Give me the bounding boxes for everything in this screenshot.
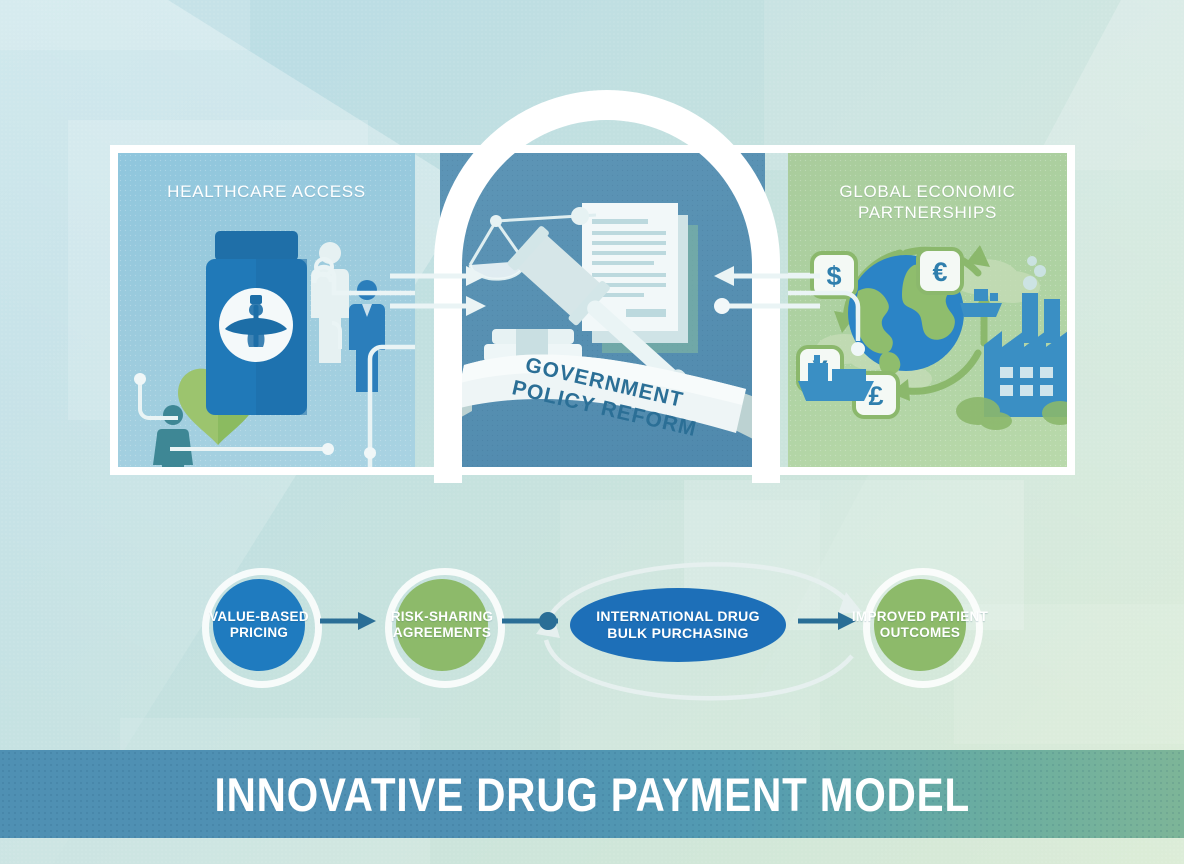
- flow-node-line-2: AGREEMENTS: [392, 625, 492, 640]
- flow-arrow-1: [320, 612, 376, 630]
- panel-band: HEALTHCARE ACCESS: [110, 145, 1075, 475]
- cargo-ship-icon: [960, 289, 1002, 317]
- title-band: INNOVATIVE DRUG PAYMENT MODEL: [0, 750, 1184, 838]
- flow-node-value-based-pricing[interactable]: VALUE-BASED PRICING: [209, 579, 309, 671]
- flow-node-label: IMPROVED PATIENT OUTCOMES: [852, 609, 988, 642]
- factory-icon: [956, 256, 1067, 430]
- panel-title-healthcare-access: HEALTHCARE ACCESS: [167, 182, 366, 201]
- wire-path: [311, 264, 415, 467]
- right-to-center-arrows: [714, 266, 820, 314]
- panel-title-global-economic-partnerships: GLOBAL ECONOMIC PARTNERSHIPS: [788, 181, 1067, 224]
- flow-node-line-2: BULK PURCHASING: [607, 625, 749, 641]
- page-title: INNOVATIVE DRUG PAYMENT MODEL: [214, 767, 970, 821]
- wire-terminal-dot: [364, 447, 376, 459]
- svg-text:$: $: [826, 261, 841, 291]
- flow-node-risk-sharing-agreements[interactable]: RISK-SHARING AGREEMENTS: [391, 579, 493, 671]
- svg-text:£: £: [868, 381, 883, 411]
- connector-lines: [138, 321, 342, 451]
- dollar-icon: $: [810, 251, 858, 299]
- arrow-right-icon: [838, 612, 856, 630]
- connector-dot: [322, 443, 334, 455]
- wire-terminal-ring: [314, 257, 334, 277]
- connector-dot: [134, 373, 146, 385]
- flow-node-line-2: OUTCOMES: [879, 625, 961, 640]
- flow-node-line-1: VALUE-BASED: [209, 608, 309, 624]
- pill-bottle-icon: [206, 231, 307, 415]
- flow-node-line-1: IMPROVED PATIENT: [851, 608, 989, 624]
- flow-node-improved-patient-outcomes[interactable]: IMPROVED PATIENT OUTCOMES: [852, 579, 988, 671]
- flow-node-line-1: INTERNATIONAL DRUG: [596, 607, 760, 624]
- process-flow: VALUE-BASED PRICING RISK-SHARING AGREEME…: [180, 548, 1030, 708]
- panel-global-economic-partnerships: $ € ¥ £: [788, 153, 1067, 467]
- node-ring: [202, 568, 322, 688]
- gavel-icon: [507, 226, 687, 393]
- panel-title-line-2: PARTNERSHIPS: [857, 203, 998, 223]
- arrow-left-icon: [714, 266, 734, 286]
- euro-icon: €: [916, 247, 964, 295]
- svg-text:€: €: [932, 257, 947, 287]
- flow-node-label: INTERNATIONAL DRUG BULK PURCHASING: [596, 608, 760, 642]
- band-texture: [0, 750, 1184, 838]
- wire-terminal-dot: [851, 342, 865, 356]
- flow-arrow-2: [502, 612, 558, 630]
- panel-title-line-1: GLOBAL ECONOMIC: [839, 182, 1016, 201]
- flow-node-label: RISK-SHARING AGREEMENTS: [391, 609, 494, 642]
- flow-arrow-3: [798, 612, 856, 630]
- arrow-right-icon: [358, 612, 376, 630]
- cargo-ship-icon: [798, 355, 874, 401]
- flow-node-international-drug-bulk-purchasing[interactable]: INTERNATIONAL DRUG BULK PURCHASING: [570, 588, 786, 662]
- node-ring: [863, 568, 983, 688]
- panel-frame: [110, 145, 1075, 475]
- caduceus-icon: [225, 295, 287, 347]
- arrow-right-icon: [466, 266, 486, 286]
- connector-dot: [714, 298, 730, 314]
- node-ring: [385, 568, 505, 688]
- arrow-right-icon: [539, 612, 557, 630]
- curved-arrow-icon: [838, 592, 862, 614]
- panel-healthcare-access: HEALTHCARE ACCESS: [118, 153, 415, 467]
- left-to-center-arrows: [390, 266, 486, 316]
- scale-pivot: [490, 215, 502, 227]
- scale-knob: [571, 207, 589, 225]
- smoke-icon: [1023, 256, 1046, 290]
- flow-node-line-2: PRICING: [229, 625, 289, 640]
- arrow-right-icon: [466, 296, 486, 316]
- feedback-loops: [536, 562, 862, 701]
- flow-node-label: VALUE-BASED PRICING: [209, 609, 309, 642]
- flow-node-line-1: RISK-SHARING: [390, 608, 494, 624]
